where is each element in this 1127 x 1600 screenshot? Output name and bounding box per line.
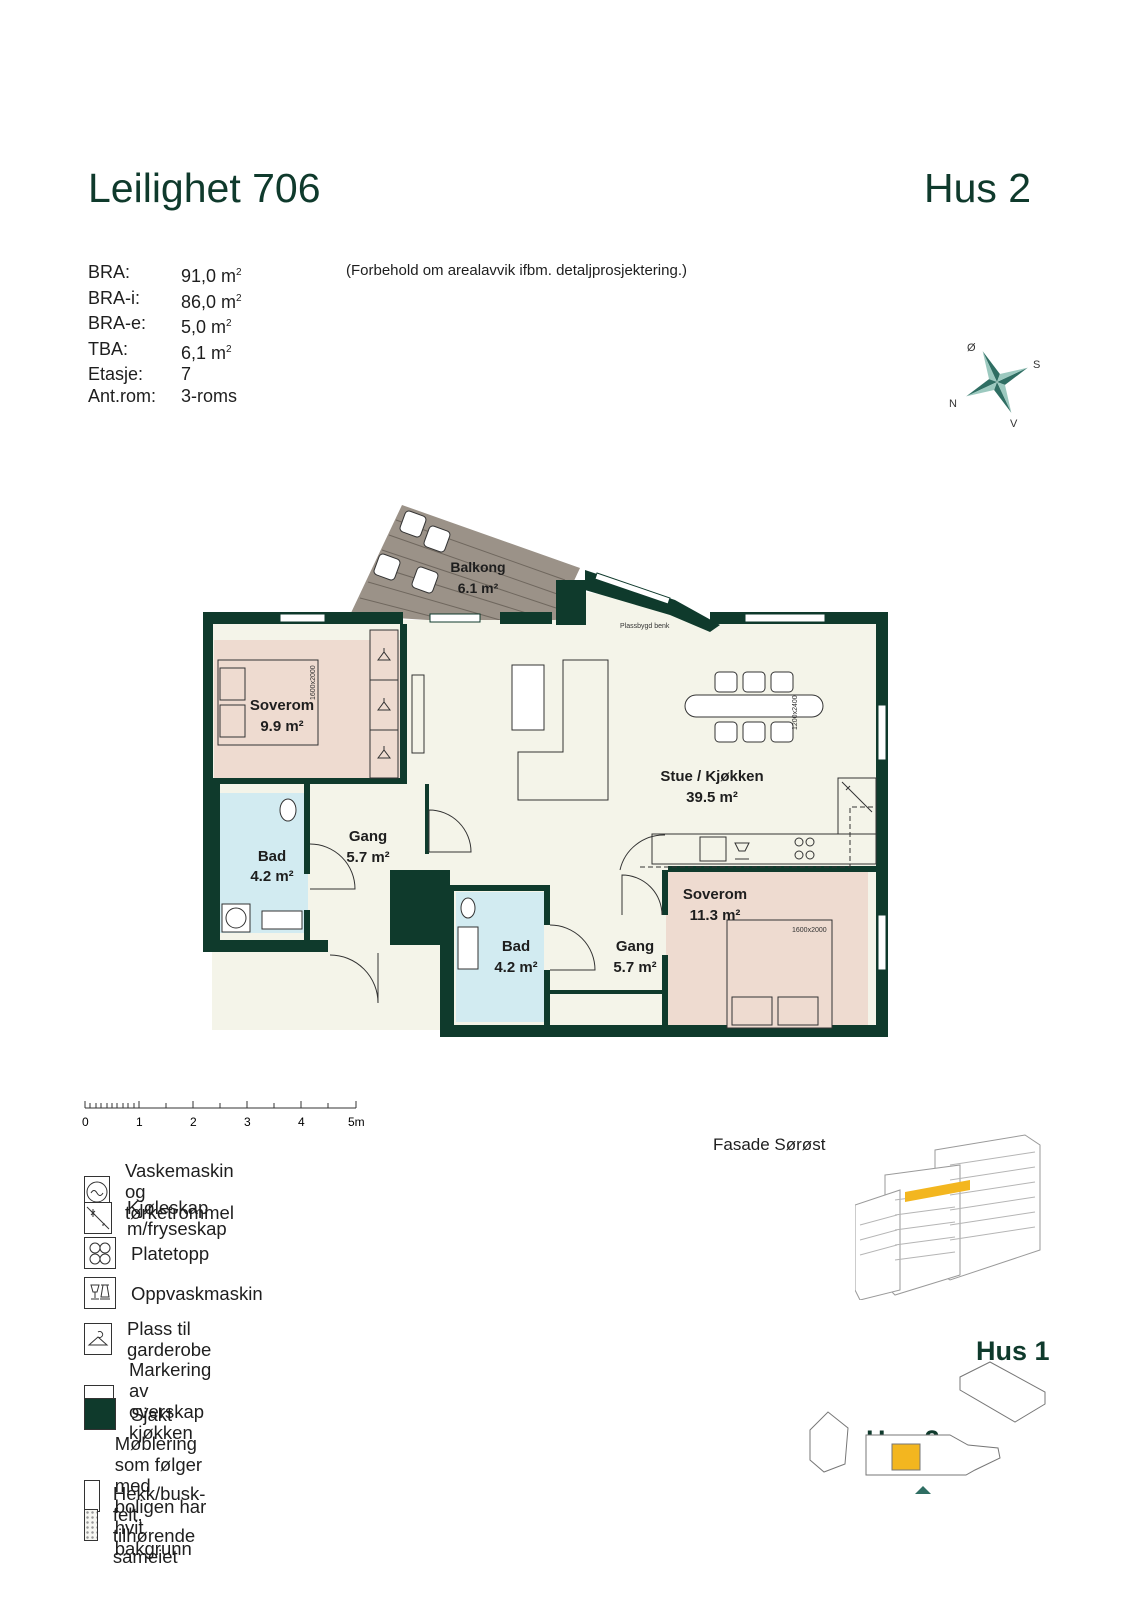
room-name-bad2: Bad [502, 938, 530, 955]
scale-label: 3 [244, 1115, 251, 1129]
fact-row: BRA: 91,0 m2 [88, 262, 242, 288]
bed1-size: 1600x2000 [310, 665, 317, 700]
fridge-icon [841, 781, 873, 813]
legend-label: Markering av overskap kjøkken [129, 1359, 212, 1443]
legend-label: Plass til garderobe [127, 1318, 212, 1360]
fact-row: BRA-e: 5,0 m2 [88, 313, 242, 339]
windows [279, 572, 887, 971]
house-label: Hus 2 [924, 165, 1032, 211]
room-area-soverom2: 11.3 m² [690, 907, 741, 924]
dishwasher-icon [84, 1277, 116, 1309]
room-area-gang2: 5.7 m² [613, 959, 656, 976]
dishwasher-icon [734, 842, 750, 860]
room-area-gang1: 5.7 m² [346, 849, 389, 866]
room-area-bad2: 4.2 m² [494, 959, 537, 976]
legend-label: Platetopp [131, 1242, 210, 1264]
scale-label: 2 [190, 1115, 197, 1129]
fact-value: 7 [181, 364, 192, 384]
bedroom1-furniture [217, 629, 399, 779]
scale-label: 4 [298, 1115, 305, 1129]
compass-o: Ø [967, 342, 976, 354]
legend-label: Kjøleskap m/fryseskap [127, 1197, 227, 1239]
legend-item: Plass til garderobe [84, 1318, 215, 1360]
room-name-bad1: Bad [258, 848, 286, 865]
balcony-chairs [373, 510, 451, 594]
room-name-stue: Stue / Kjøkken [660, 768, 763, 785]
disclaimer-note: (Forbehold om arealavvik ifbm. detaljpro… [346, 262, 687, 279]
cooktop-icon [84, 1237, 116, 1269]
scale-label: 0 [82, 1115, 89, 1129]
fact-value: 5,0 m2 [181, 317, 232, 337]
bath2-fixtures [457, 897, 479, 970]
compass-n: N [949, 398, 957, 410]
hedge-icon [84, 1509, 98, 1541]
legend-label: Hekk/busk-felt, tilhørende sameiet [112, 1483, 206, 1567]
fact-key: BRA-i: [88, 287, 141, 308]
bath1-fixtures [221, 798, 303, 933]
fact-key: Etasje: [88, 364, 144, 384]
scale-bar: 0 1 2 3 4 5m [82, 1101, 365, 1129]
upper-cabinet-marking [640, 806, 874, 868]
apartment-facts: BRA: 91,0 m2 BRA-i: 86,0 m2 BRA-e: 5,0 m2 T… [88, 262, 242, 407]
bedroom2-furniture [726, 919, 833, 1029]
compass-v: V [1010, 418, 1018, 430]
apartment-highlight [905, 1180, 970, 1202]
kitchen-appliances [699, 781, 873, 862]
scale-label: 5m [348, 1115, 365, 1129]
room-area-bad1: 4.2 m² [250, 868, 293, 885]
legend-item: Platetopp [84, 1237, 209, 1269]
fact-value: 3-roms [181, 385, 238, 406]
apartment-title: Leilighet 706 [88, 165, 321, 211]
hall2-fill [550, 885, 665, 1025]
fact-key: TBA: [88, 338, 129, 359]
fact-value: 86,0 m2 [181, 291, 242, 312]
room-name-gang2: Gang [616, 938, 654, 955]
fact-key: BRA-e: [88, 313, 147, 333]
fact-key: Ant.rom: [88, 385, 157, 406]
site-label-hus1: Hus 1 [976, 1336, 1050, 1366]
room-name-balkong: Balkong [450, 559, 505, 575]
shaft-icon [84, 1398, 116, 1430]
room-area-soverom1: 9.9 m² [260, 718, 303, 735]
hanger-icon [377, 648, 391, 759]
fact-row: Ant.rom: 3-roms [88, 386, 242, 408]
floor-plan: Balkong 6.1 m² Plassbygd benk Soverom 9.… [203, 505, 888, 1037]
kitchen-counter [651, 777, 877, 865]
compass-icon: Ø S N V [949, 342, 1040, 430]
fact-value: 91,0 m2 [181, 266, 242, 286]
legend-item: Oppvaskmaskin [84, 1277, 263, 1309]
fridge-icon [84, 1202, 112, 1234]
legend-item: Hekk/busk-felt, tilhørende sameiet [84, 1483, 224, 1567]
bench-label: Plassbygd benk [620, 623, 670, 630]
fact-value: 6,1 m2 [181, 342, 232, 363]
sink-icon [699, 836, 727, 862]
room-area-balkong: 6.1 m² [458, 580, 499, 596]
compass-s: S [1033, 359, 1040, 371]
living-furniture [411, 659, 824, 801]
legend-item: Sjakt [84, 1398, 172, 1430]
fact-row: TBA: 6,1 m2 [88, 339, 242, 365]
legend-label: Sjakt [131, 1403, 173, 1425]
fact-row: BRA-i: 86,0 m2 [88, 288, 242, 314]
facade-illustration [855, 1134, 1041, 1300]
scale-label: 1 [136, 1115, 143, 1129]
door-swings [309, 809, 666, 1004]
room-name-soverom2: Soverom [683, 886, 747, 903]
legend-label: Oppvaskmaskin [131, 1282, 263, 1304]
room-name-soverom1: Soverom [250, 697, 314, 714]
room-area-stue: 39.5 m² [686, 789, 738, 806]
bed2-size: 1600x2000 [792, 927, 827, 934]
room-name-gang1: Gang [349, 828, 387, 845]
fact-key: BRA: [88, 262, 131, 282]
cooktop-icon [794, 837, 815, 860]
facade-label: Fasade Sørøst [713, 1135, 826, 1154]
table-size: 1200x2400 [792, 695, 799, 730]
legend-item: Kjøleskap m/fryseskap [84, 1197, 231, 1239]
fact-row: Etasje: 7 [88, 364, 242, 386]
legend-label: Vaskemaskin og tørketrommel [125, 1160, 234, 1223]
site-plan [809, 1361, 1046, 1494]
hanger-icon [84, 1323, 112, 1355]
